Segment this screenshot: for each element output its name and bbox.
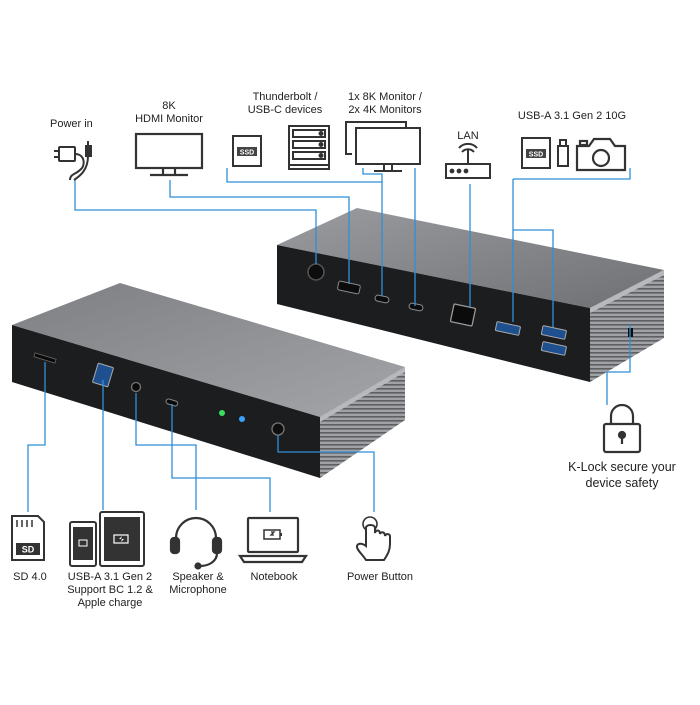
label-sd: SD 4.0 [13, 571, 47, 583]
usb-a-rear-port-3 [540, 341, 567, 356]
label-hdmi-line1: 8K [162, 100, 176, 112]
usb-c-front-port [165, 398, 179, 407]
ssd-icon: SSD [232, 135, 262, 167]
led-blue [239, 416, 245, 422]
dc-power-port [307, 263, 325, 281]
ssd-icon: SSD [521, 137, 551, 169]
label-usba-rear: USB-A 3.1 Gen 2 10G [517, 110, 627, 122]
usb-a-front-port [92, 362, 114, 388]
hdmi-monitor-icon [134, 132, 204, 177]
sd-card-icon: SD [11, 515, 45, 561]
power-adapter-icon [54, 141, 92, 181]
phone-tablet-icon [69, 511, 145, 567]
sd-card-slot [33, 352, 57, 364]
hand-pointer-icon [355, 516, 391, 561]
line-klock [606, 325, 631, 405]
usb-stick-icon [557, 139, 569, 167]
thunderbolt-port-2 [408, 302, 424, 312]
usb-a-rear-port-2 [540, 325, 567, 340]
camera-icon [575, 137, 627, 172]
sd-tag: SD [22, 545, 35, 555]
label-klock-line2: device safety [585, 476, 659, 490]
label-speaker-line1: Speaker & [172, 571, 224, 583]
line-thunderbolt [226, 168, 383, 296]
rear-ports [307, 263, 633, 356]
lan-port [449, 303, 477, 327]
notebook-icon [237, 516, 309, 564]
label-usba-front-line2: Support BC 1.2 & [67, 584, 153, 596]
usb-a-rear-port-1 [494, 321, 521, 336]
label-monitor-line1: 1x 8K Monitor / [348, 91, 422, 103]
router-icon [445, 142, 491, 179]
headset-icon [169, 516, 223, 570]
label-usba-front-line3: Apple charge [77, 597, 143, 609]
label-monitor-line2: 2x 4K Monitors [348, 104, 422, 116]
label-notebook: Notebook [250, 571, 298, 583]
label-power-button: Power Button [346, 571, 414, 583]
label-hdmi-line2: HDMI Monitor [135, 113, 203, 125]
front-ports [33, 352, 285, 436]
line-power [74, 180, 317, 264]
label-thunderbolt-line2: USB-C devices [247, 104, 323, 116]
line-hdmi [169, 180, 350, 284]
label-lan: LAN [457, 130, 479, 142]
label-klock-line1: K-Lock secure your [568, 460, 676, 474]
label-thunderbolt-line1: Thunderbolt / [252, 91, 318, 103]
ssd-tag-2: SSD [529, 152, 543, 159]
label-usba-front-line1: USB-A 3.1 Gen 2 [67, 571, 153, 583]
dual-monitor-icon [345, 121, 421, 172]
drive-enclosure-icon [288, 125, 330, 170]
label-power-in: Power in [50, 118, 93, 130]
connector-lines [27, 168, 631, 512]
line-notebook [171, 404, 271, 512]
label-speaker-line2: Microphone [169, 584, 227, 596]
thunderbolt-port-1 [374, 294, 390, 304]
ssd-tag-1: SSD [240, 150, 254, 157]
led-green [219, 410, 225, 416]
line-power-button [277, 435, 375, 512]
power-switch [271, 422, 285, 436]
audio-jack [130, 381, 142, 393]
line-sd [27, 362, 46, 512]
hdmi-port [337, 280, 361, 295]
padlock-icon [602, 403, 642, 454]
